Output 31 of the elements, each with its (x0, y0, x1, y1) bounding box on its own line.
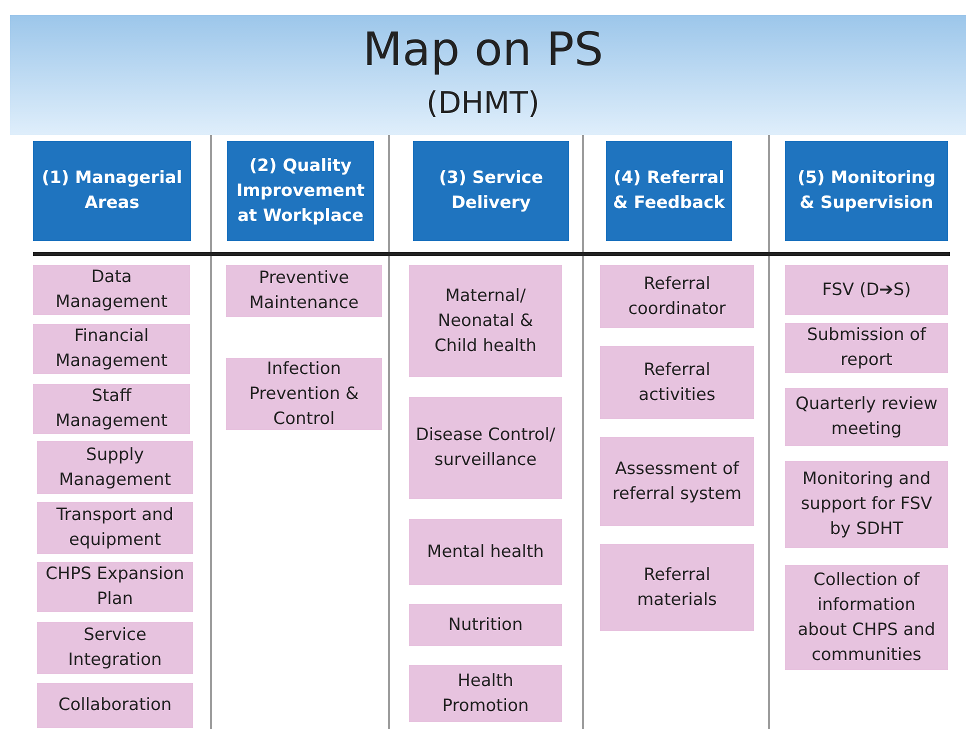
subtitle: (DHMT) (425, 86, 541, 121)
topic-box: Staff Management (33, 384, 190, 434)
topic-box: Collaboration (37, 683, 193, 728)
column-header: (4) Referral & Feedback (606, 141, 732, 241)
topic-box: FSV (D➔S) (785, 265, 948, 315)
column-header: (2) Quality Improvement at Workplace (227, 141, 374, 241)
topic-box: Transport and equipment (37, 502, 193, 554)
topic-box: Submission of report (785, 323, 948, 373)
topic-box: Data Management (33, 265, 190, 315)
topic-box: Mental health (409, 519, 562, 585)
topic-box: Maternal/ Neonatal & Child health (409, 265, 562, 377)
topic-box: Referral coordinator (600, 265, 754, 328)
column-header: (5) Monitoring & Supervision (785, 141, 948, 241)
topic-box: Assessment of referral system (600, 437, 754, 526)
topic-box: Infection Prevention & Control (226, 358, 382, 430)
topic-box: Nutrition (409, 604, 562, 646)
topic-box: Health Promotion (409, 665, 562, 722)
column-header: (1) Managerial Areas (33, 141, 191, 241)
topic-box: Financial Management (33, 324, 190, 374)
topic-box: CHPS Expansion Plan (37, 562, 193, 612)
topic-box: Preventive Maintenance (226, 265, 382, 317)
topic-box: Disease Control/ surveillance (409, 397, 562, 499)
column-header: (3) Service Delivery (413, 141, 569, 241)
topic-box: Referral activities (600, 346, 754, 419)
topic-box: Referral materials (600, 544, 754, 631)
topic-box: Supply Management (37, 441, 193, 494)
topic-box: Service Integration (37, 622, 193, 674)
topic-box: Quarterly review meeting (785, 388, 948, 446)
topic-box: Collection of information about CHPS and communities (785, 565, 948, 670)
title: Map on PS (362, 22, 604, 76)
topic-box: Monitoring and support for FSV by SDHT (785, 461, 948, 548)
